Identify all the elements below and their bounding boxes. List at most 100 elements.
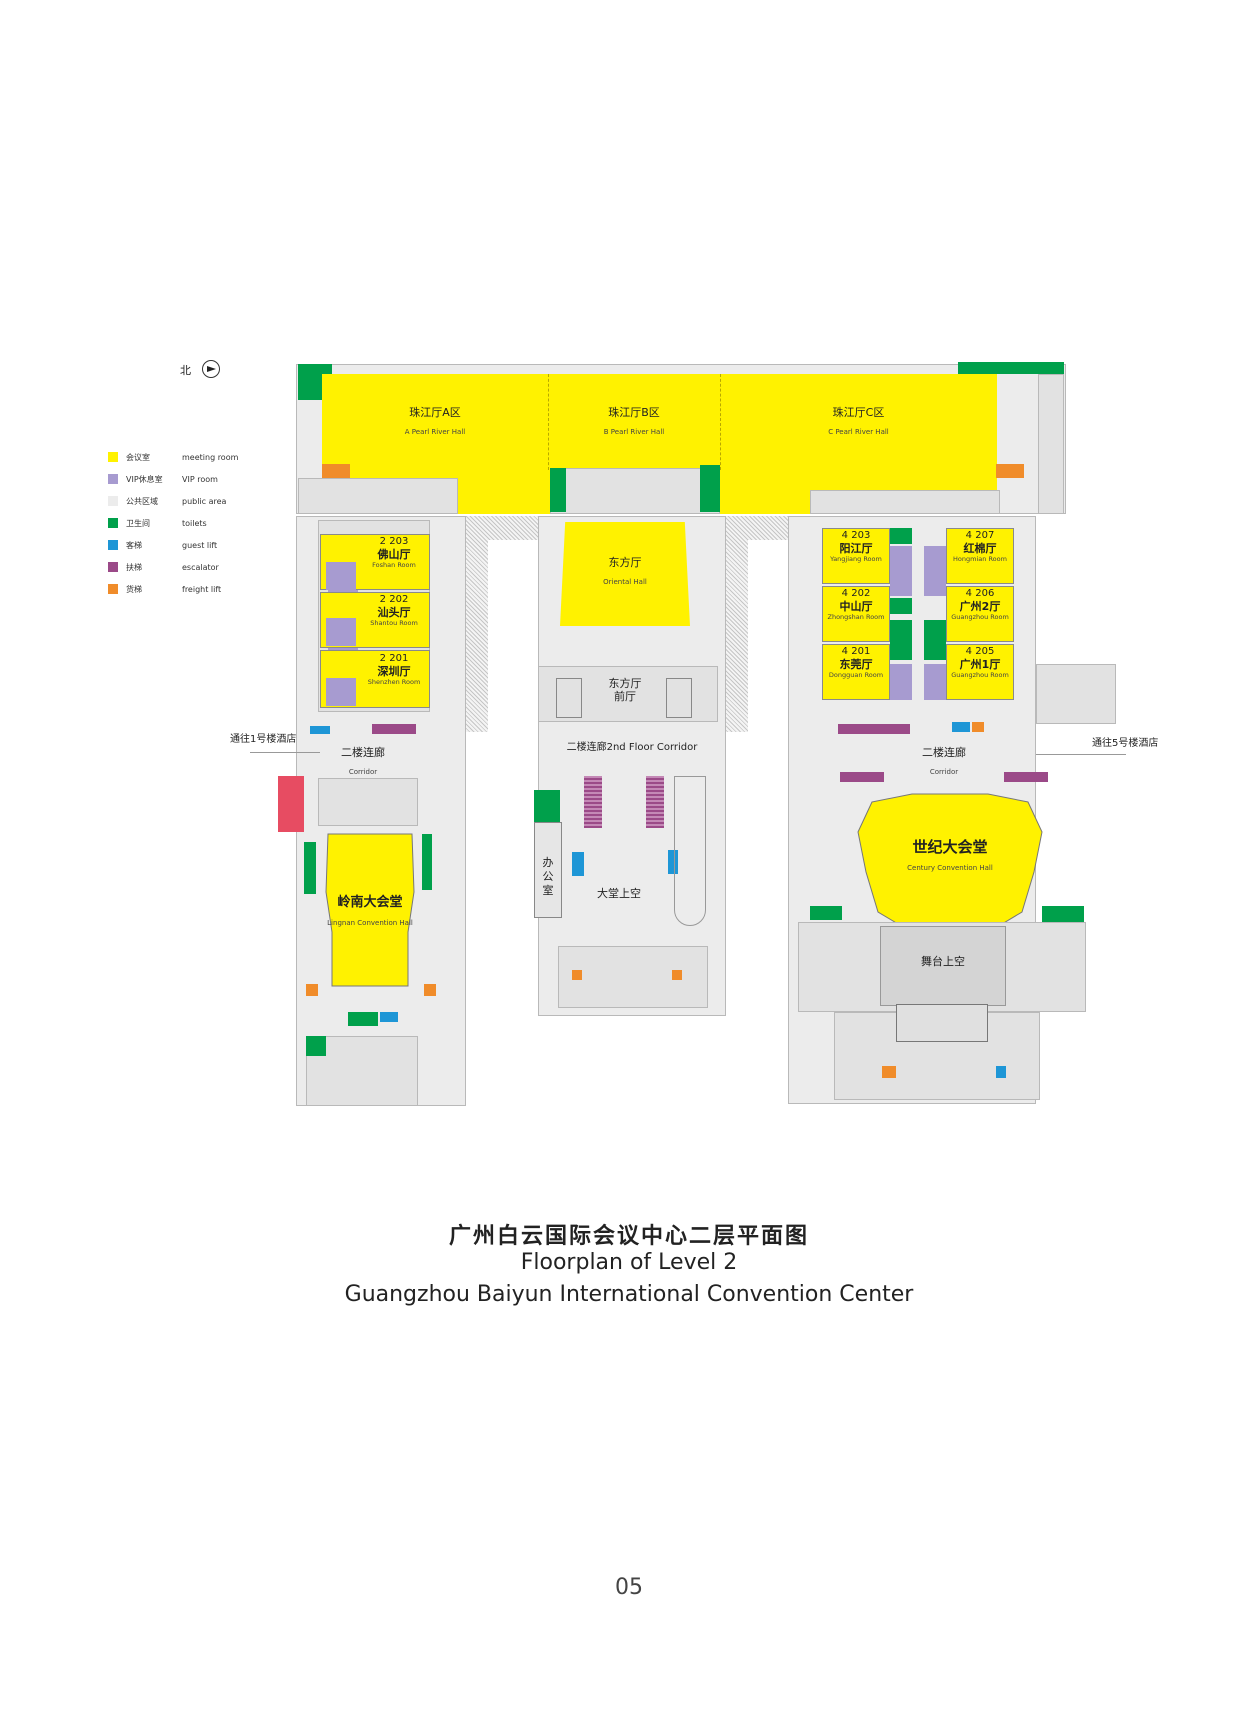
lingnan-hall[interactable]: [322, 832, 418, 990]
escalator-swatch: [108, 562, 118, 572]
service-core: [1038, 374, 1064, 514]
escalator: [584, 776, 602, 828]
corridor-line: [250, 752, 320, 753]
meeting-room-4205[interactable]: [946, 644, 1014, 700]
west-corridor-label: 二楼连廊 Corridor: [320, 742, 406, 779]
room-4203-label: 4 203 阳江厅 Yangjiang Room: [822, 530, 890, 563]
room-number: 4 202: [841, 588, 871, 599]
hall-divider: [720, 374, 721, 470]
century-hall[interactable]: [852, 792, 1048, 934]
vip-room: [326, 562, 356, 590]
room-en: Shenzhen Room: [367, 678, 421, 686]
stage-lift: [896, 1004, 988, 1042]
caption-subtitle: Guangzhou Baiyun International Conventio…: [344, 1282, 914, 1307]
freight-lift: [672, 970, 682, 980]
room-number: 4 205: [965, 646, 995, 657]
service-core: [298, 478, 458, 514]
legend-cn: 公共区域: [126, 496, 158, 506]
legend-en: public area: [182, 496, 227, 506]
room-number: 4 203: [841, 530, 871, 541]
legend-item-toilets: 卫生间 toilets: [108, 516, 207, 530]
room-cn: 阳江厅: [839, 542, 873, 555]
room-en: Yangjiang Room: [830, 555, 882, 563]
legend-cn: 会议室: [126, 452, 150, 462]
hall-cn: 岭南大会堂: [337, 895, 403, 910]
freight-lift: [572, 970, 582, 980]
century-hall-label: 世纪大会堂 Century Convention Hall: [852, 838, 1048, 875]
legend-item-meeting-room: 会议室 meeting room: [108, 450, 238, 464]
corridor-en: Corridor: [348, 768, 378, 777]
legend-en: meeting room: [182, 452, 239, 462]
room-number: 4 207: [965, 530, 995, 541]
room-en: Guangzhou Room: [951, 671, 1009, 679]
hall-divider: [548, 374, 549, 470]
pearl-hall-c-label: 珠江厅C区 C Pearl River Hall: [720, 402, 997, 439]
freight-lift: [996, 464, 1024, 478]
office-label: 办公室: [542, 856, 554, 897]
freight-lift: [306, 984, 318, 996]
escalator: [1004, 772, 1048, 782]
room-cn: 广州1厅: [959, 658, 1001, 671]
meeting-room-4203[interactable]: [822, 528, 890, 584]
meeting-room-4207[interactable]: [946, 528, 1014, 584]
stage-void-label: 舞台上空: [921, 955, 965, 968]
lift-lobby: [556, 678, 582, 718]
room-cn: 红棉厅: [963, 542, 997, 555]
toilet-block: [422, 834, 432, 890]
freight-lift: [972, 722, 984, 732]
toilet-block: [304, 842, 316, 894]
oriental-hall[interactable]: [560, 522, 690, 626]
hall-cn: 世纪大会堂: [912, 838, 988, 856]
compass-north-label: 北: [180, 364, 191, 377]
freight-lift: [424, 984, 436, 996]
lingnan-hall-label: 岭南大会堂 Lingnan Convention Hall: [322, 892, 418, 929]
legend-item-guest-lift: 客梯 guest lift: [108, 538, 217, 552]
room-cn: 汕头厅: [377, 606, 411, 619]
lingnan-foyer: [318, 778, 418, 826]
freight-lift: [882, 1066, 896, 1078]
escalator: [646, 776, 664, 828]
hall-en: Century Convention Hall: [907, 864, 993, 873]
foyer-cn-1: 东方厅: [608, 677, 642, 690]
service-core: [558, 946, 708, 1008]
room-cn: 佛山厅: [377, 548, 411, 561]
room-number: 4 201: [841, 646, 871, 657]
meeting-room-4206[interactable]: [946, 586, 1014, 642]
legend-item-escalator: 扶梯 escalator: [108, 560, 219, 574]
legend-en: toilets: [182, 518, 207, 528]
corridor-en: Corridor: [929, 768, 959, 777]
room-4205-label: 4 205 广州1厅 Guangzhou Room: [946, 646, 1014, 679]
center-corridor-label: 二楼连廊2nd Floor Corridor: [566, 742, 698, 753]
room-en: Foshan Room: [372, 561, 416, 569]
caption-cn: 广州白云国际会议中心二层平面图: [448, 1224, 809, 1249]
pearl-hall-b-label: 珠江厅B区 B Pearl River Hall: [548, 402, 720, 439]
to-building-1-label: 通往1号楼酒店: [230, 734, 297, 745]
east-corridor-label: 二楼连廊 Corridor: [906, 742, 982, 779]
legend-cn: 客梯: [126, 540, 142, 550]
vip-room: [326, 618, 356, 646]
room-number: 4 206: [965, 588, 995, 599]
hall-cn: 珠江厅A区: [409, 406, 461, 419]
corridor-line: [1036, 754, 1126, 755]
meeting-room-4201[interactable]: [822, 644, 890, 700]
hall-cn: 珠江厅B区: [608, 406, 660, 419]
room-number: 2 201: [379, 653, 409, 664]
room-4202-label: 4 202 中山厅 Zhongshan Room: [822, 588, 890, 621]
guest-lift: [572, 852, 584, 876]
toilets-swatch: [108, 518, 118, 528]
void-opening: [488, 540, 538, 734]
room-en: Guangzhou Room: [951, 613, 1009, 621]
legend-cn: 卫生间: [126, 518, 150, 528]
toilet-block: [534, 790, 560, 822]
lift-lobby: [666, 678, 692, 718]
hall-en: Oriental Hall: [603, 578, 647, 587]
meeting-room-4202[interactable]: [822, 586, 890, 642]
guest-lift: [952, 722, 970, 732]
guest-lift: [380, 1012, 398, 1022]
room-en: Hongmian Room: [953, 555, 1007, 563]
legend-item-public-area: 公共区域 public area: [108, 494, 226, 508]
legend-cn: VIP休息室: [126, 474, 163, 484]
oriental-foyer-label: 东方厅 前厅: [590, 677, 660, 703]
toilet-block: [550, 468, 566, 512]
hall-en: A Pearl River Hall: [404, 428, 466, 437]
